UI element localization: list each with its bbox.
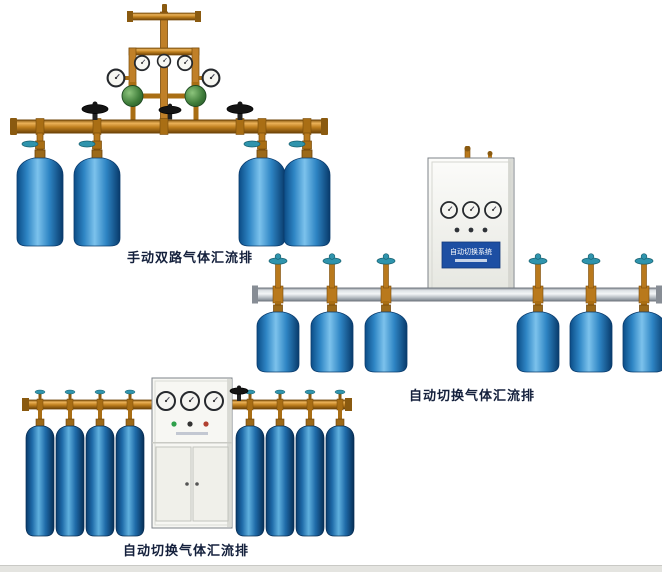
drop-pipes xyxy=(38,409,342,420)
page-bottom-border xyxy=(0,565,662,572)
cabinet-label-plate: 自动切换系统 xyxy=(441,241,501,269)
cabinet-indicators xyxy=(171,421,209,435)
header-pipe xyxy=(10,118,328,135)
manual-dual-manifold-image xyxy=(10,4,331,247)
cabinet-gauges xyxy=(156,391,224,411)
caption-manual-dual-manifold: 手动双路气体汇流排 xyxy=(126,251,253,266)
cabinet-buttons xyxy=(454,227,488,233)
gas-cylinders xyxy=(256,301,662,373)
pressure-regulator-left xyxy=(121,82,144,107)
auto-switch-manifold-floor-image xyxy=(22,377,355,537)
caption-auto-switch-wall: 自动切换气体汇流排 xyxy=(408,389,535,404)
auto-switch-manifold-wall-image: 自动切换系统 xyxy=(252,146,662,373)
cabinet-label-text: 自动切换系统 xyxy=(450,247,492,256)
manifold-rail xyxy=(252,285,662,304)
cabinet-doors xyxy=(155,446,229,522)
control-cabinet: 自动切换系统 xyxy=(427,146,515,293)
cabinet-gauges xyxy=(440,201,502,219)
handwheel-valve xyxy=(229,385,249,401)
caption-auto-switch-floor: 自动切换气体汇流排 xyxy=(122,544,249,559)
control-cabinet xyxy=(151,377,233,529)
pressure-regulator-right xyxy=(184,82,207,107)
pressure-gauges xyxy=(106,53,221,88)
